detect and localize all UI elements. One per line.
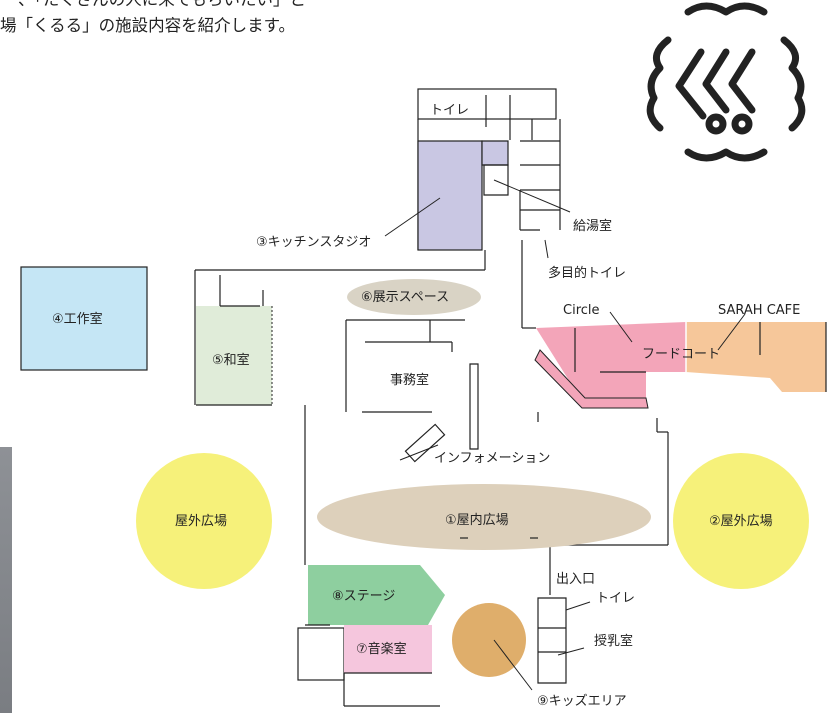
label-food-court: フードコート (642, 347, 720, 362)
label-information: インフォメーション (434, 451, 550, 466)
label-washitsu: ⑤和室 (212, 352, 250, 368)
label-toilet-top: トイレ (430, 103, 469, 118)
outdoor-plaza-left (136, 453, 272, 589)
washitsu-room (194, 270, 273, 406)
label-outdoor-left: 屋外広場 (175, 514, 227, 529)
label-indoor-plaza: ①屋内広場 (445, 512, 509, 528)
indoor-plaza (317, 484, 651, 550)
outdoor-plaza-right (673, 453, 809, 589)
music-room (297, 625, 440, 707)
intro-line-1: 、「たくさんの人に来てもらいたい」と (0, 0, 306, 13)
label-circle: Circle (563, 303, 600, 318)
label-toilet-bottom: トイレ (596, 591, 635, 606)
intro-line-2: 場「くるる」の施設内容を紹介します。 (0, 16, 296, 35)
label-outdoor-right: ②屋外広場 (709, 514, 773, 529)
stage (308, 565, 445, 625)
label-stage: ⑧ステージ (332, 589, 395, 604)
exhibition-space (347, 279, 481, 315)
label-office: 事務室 (390, 372, 429, 388)
label-nursing: 授乳室 (594, 633, 633, 649)
label-kyuto: 給湯室 (573, 218, 612, 234)
kids-area (452, 603, 526, 677)
office-room (345, 319, 479, 450)
label-music-room: ⑦音楽室 (356, 641, 407, 657)
kururu-logo (646, 2, 806, 162)
label-workshop: ④工作室 (52, 311, 103, 327)
label-kitchen-studio: ③キッチンスタジオ (256, 235, 371, 250)
top-building (195, 88, 561, 329)
label-kids-area: ⑨キッズエリア (537, 693, 627, 709)
label-entrance: 出入口 (556, 572, 595, 587)
intro-text: 、「たくさんの人に来てもらいたい」と 場「くるる」の施設内容を紹介します。 (0, 0, 306, 39)
workshop-room (20, 266, 148, 371)
side-photo-strip (0, 447, 12, 713)
label-multi-toilet: 多目的トイレ (548, 265, 626, 281)
label-sarah-cafe: SARAH CAFE (718, 303, 800, 318)
right-walls (537, 412, 669, 684)
food-court (534, 322, 827, 409)
label-exhibition: ⑥展示スペース (361, 290, 449, 305)
